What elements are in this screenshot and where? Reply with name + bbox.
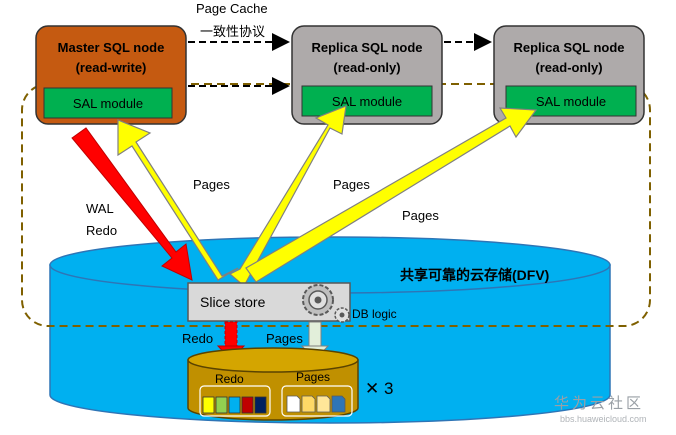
pages-label-3: Pages [402, 208, 439, 223]
master-sal-module: SAL module [73, 96, 143, 111]
wal-label: WAL [86, 201, 114, 216]
master-sql-node: Master SQL node (read-write) SAL module [35, 25, 187, 125]
page-blocks [286, 395, 346, 413]
master-node-title: Master SQL node [58, 40, 165, 55]
db-logic-label: DB logic [352, 307, 397, 321]
storage-title: 共享可靠的云存储(DFV) [400, 267, 549, 283]
disk-redo-label: Redo [215, 372, 244, 386]
replication-factor: ✕ 3 [365, 379, 393, 398]
replica-node-mode: (read-only) [333, 60, 400, 75]
replica-node-mode: (read-only) [535, 60, 602, 75]
gear-icon [302, 284, 334, 316]
redo-label: Redo [86, 223, 117, 238]
replica-node-title: Replica SQL node [513, 40, 624, 55]
replica-sql-node-1: Replica SQL node (read-only) SAL module [291, 25, 443, 125]
watermark-url: bbs.huaweicloud.com [560, 414, 647, 424]
pages-label-1: Pages [193, 177, 230, 192]
wal-redo-arrow [71, 127, 193, 281]
cache-coherence-arrows [188, 33, 492, 95]
pages-down-label: Pages [266, 331, 303, 346]
cache-protocol-label: Page Cache [196, 1, 268, 16]
replica-sal-module: SAL module [332, 94, 402, 109]
pages-arrows [117, 105, 538, 287]
replica-sal-module: SAL module [536, 94, 606, 109]
pages-label-2: Pages [333, 177, 370, 192]
disk-pages-label: Pages [296, 370, 330, 384]
pages-arrow-to-replica-1 [228, 105, 347, 287]
redo-log-blocks [202, 396, 267, 414]
pages-arrow-to-replica-2 [245, 107, 538, 283]
gear-icon-small [334, 307, 350, 323]
master-node-mode: (read-write) [76, 60, 147, 75]
pages-arrow-to-master [117, 119, 239, 281]
watermark-text: 华为云社区 [554, 395, 644, 412]
cache-protocol-label-cn: 一致性协议 [200, 24, 265, 39]
replica-node-title: Replica SQL node [311, 40, 422, 55]
replica-sql-node-2: Replica SQL node (read-only) SAL module [493, 25, 645, 125]
redo-down-label: Redo [182, 331, 213, 346]
slice-store-label: Slice store [200, 294, 266, 310]
